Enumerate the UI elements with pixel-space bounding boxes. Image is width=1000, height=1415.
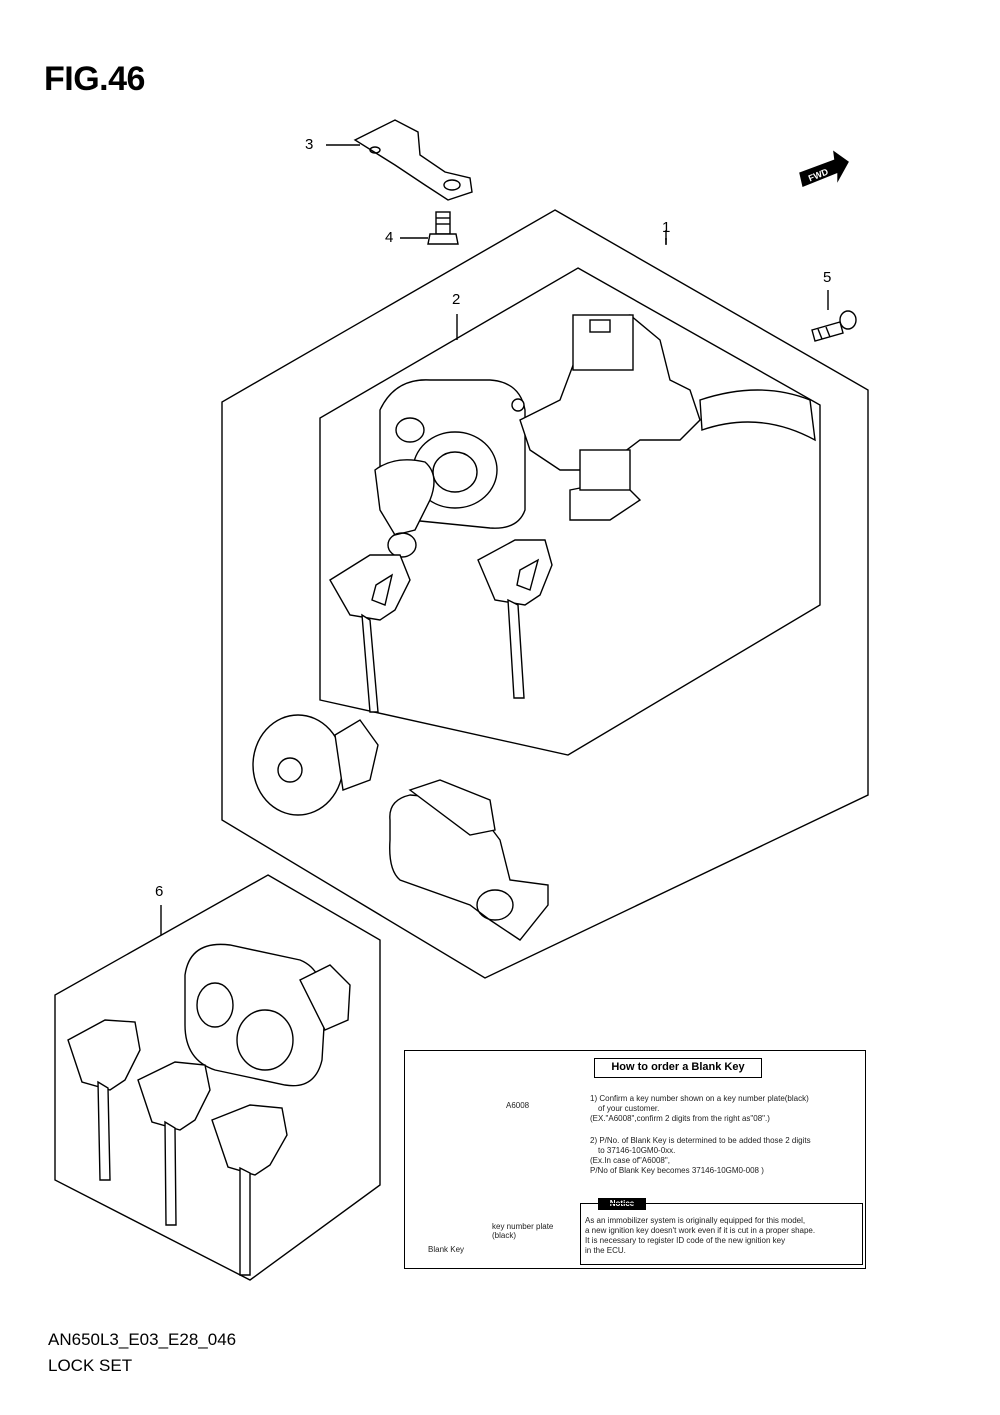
replacement-ignition-lock <box>184 943 326 1087</box>
notice-lines: As an immobilizer system is originally e… <box>585 1216 816 1255</box>
callout-4: 4 <box>385 229 394 246</box>
ignition-key-left <box>329 554 411 621</box>
blank-key-notice <box>404 1050 866 1269</box>
diagram-code: AN650L3_E03_E28_046 <box>48 1330 237 1349</box>
notice-frame <box>580 1203 863 1265</box>
key-set-boundary <box>54 874 381 1281</box>
callout-2: 2 <box>452 291 461 308</box>
ignition-key-right <box>477 539 553 606</box>
key-plate-label: key number plate (black) <box>492 1222 554 1240</box>
forward-arrow-icon <box>799 150 849 187</box>
bracket <box>353 119 473 201</box>
callout-5: 5 <box>823 269 832 286</box>
seat-lock <box>389 794 549 941</box>
ignition-switch-boundary <box>319 267 821 756</box>
figure-title: FIG.46 <box>44 60 145 98</box>
lock-set-boundary <box>221 209 869 979</box>
fuel-cap-lock <box>252 714 344 816</box>
plate-text: A6008 <box>506 1101 530 1110</box>
blank-key-label: Blank Key <box>428 1245 465 1254</box>
notice-step1: 1) Confirm a key number shown on a key n… <box>590 1094 809 1123</box>
callout-3: 3 <box>305 136 314 153</box>
spare-key-1 <box>67 1019 141 1091</box>
notice-step2: 2) P/No. of Blank Key is determined to b… <box>590 1136 811 1175</box>
diagram-name: LOCK SET <box>48 1356 133 1375</box>
callout-1: 1 <box>662 219 671 236</box>
notice-title: How to order a Blank Key <box>594 1058 762 1078</box>
callout-6: 6 <box>155 883 164 900</box>
